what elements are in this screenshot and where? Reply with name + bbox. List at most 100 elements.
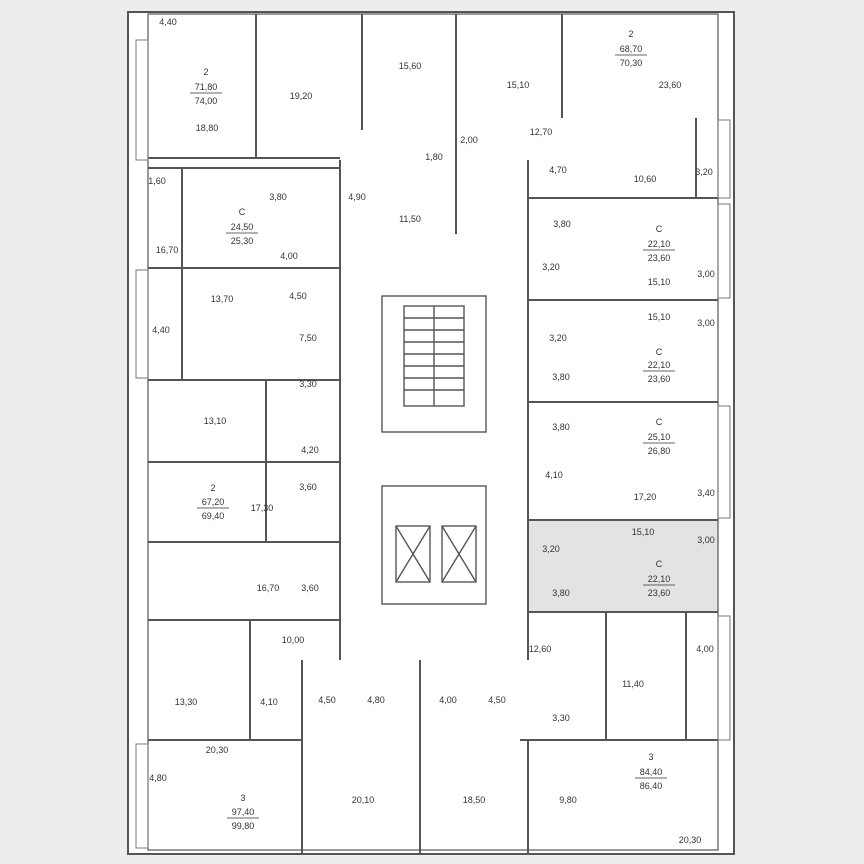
room-label: 15,10 bbox=[648, 277, 671, 287]
unit-area-total: 23,60 bbox=[648, 374, 671, 384]
room-label: 4,50 bbox=[289, 291, 307, 301]
room-label: 10,00 bbox=[282, 635, 305, 645]
unit-area-living: 24,50 bbox=[231, 222, 254, 232]
room-label: 3,30 bbox=[552, 713, 570, 723]
room-label: 16,70 bbox=[257, 583, 280, 593]
room-label: 11,40 bbox=[622, 679, 644, 689]
unit-area-total: 99,80 bbox=[232, 821, 255, 831]
room-label: 7,50 bbox=[299, 333, 317, 343]
room-label: 3,20 bbox=[549, 333, 567, 343]
room-label: 15,60 bbox=[399, 61, 422, 71]
walls bbox=[147, 13, 719, 854]
room-label: 3,40 bbox=[697, 488, 715, 498]
room-label: 18,80 bbox=[196, 123, 219, 133]
room-label: 3,80 bbox=[552, 588, 570, 598]
unit-tag[interactable]: С 24,50 25,30 bbox=[226, 207, 258, 246]
room-label: 4,40 bbox=[159, 17, 177, 27]
room-label: 12,70 bbox=[530, 127, 553, 137]
unit-area-total: 69,40 bbox=[202, 511, 225, 521]
unit-type: С bbox=[656, 559, 663, 569]
room-label: 3,80 bbox=[552, 422, 570, 432]
room-label: 9,80 bbox=[559, 795, 577, 805]
unit-area-total: 26,80 bbox=[648, 446, 671, 456]
unit-area-living: 22,10 bbox=[648, 239, 671, 249]
unit-tag[interactable]: С 22,10 23,60 bbox=[643, 224, 675, 263]
unit-tag[interactable]: 3 97,40 99,80 bbox=[227, 793, 259, 831]
room-label: 13,70 bbox=[211, 294, 234, 304]
elevator-core bbox=[381, 485, 487, 605]
unit-type: С bbox=[656, 224, 663, 234]
unit-tag[interactable]: 2 67,20 69,40 bbox=[197, 483, 229, 521]
unit-area-living: 25,10 bbox=[648, 432, 671, 442]
room-label: 23,60 bbox=[659, 80, 682, 90]
room-label: 4,20 bbox=[301, 445, 319, 455]
room-label: 18,50 bbox=[463, 795, 486, 805]
building-outline bbox=[127, 11, 735, 855]
room-label: 4,70 bbox=[549, 165, 567, 175]
unit-area-total: 23,60 bbox=[648, 588, 671, 598]
room-label: 3,00 bbox=[697, 535, 715, 545]
unit-type: 3 bbox=[648, 752, 653, 762]
room-label: 17,30 bbox=[251, 503, 274, 513]
unit-area-living: 71,80 bbox=[195, 82, 218, 92]
room-label: 19,20 bbox=[290, 91, 313, 101]
unit-tags: 2 71,80 74,00 2 68,70 70,30 С 24,50 25,3… bbox=[190, 29, 675, 831]
unit-area-total: 86,40 bbox=[640, 781, 663, 791]
room-label: 3,00 bbox=[697, 318, 715, 328]
room-label: 3,60 bbox=[301, 583, 319, 593]
room-label: 20,10 bbox=[352, 795, 375, 805]
unit-area-total: 23,60 bbox=[648, 253, 671, 263]
room-label: 2,00 bbox=[460, 135, 478, 145]
room-label: 3,60 bbox=[299, 482, 317, 492]
room-label: 3,20 bbox=[695, 167, 713, 177]
room-label: 4,40 bbox=[152, 325, 170, 335]
highlighted-unit-area bbox=[528, 520, 718, 612]
unit-tag[interactable]: 2 71,80 74,00 bbox=[190, 67, 222, 106]
room-label: 4,00 bbox=[696, 644, 714, 654]
room-label: 10,60 bbox=[634, 174, 657, 184]
unit-tag[interactable]: 3 84,40 86,40 bbox=[635, 752, 667, 791]
room-label: 15,10 bbox=[648, 312, 671, 322]
room-label: 20,30 bbox=[679, 835, 702, 845]
unit-area-living: 68,70 bbox=[620, 44, 643, 54]
room-labels: 4,40 18,80 19,20 15,60 15,10 23,60 2,00 … bbox=[148, 17, 715, 845]
room-label: 3,00 bbox=[697, 269, 715, 279]
unit-tag[interactable]: С 22,10 23,60 bbox=[643, 559, 675, 598]
unit-area-living: 84,40 bbox=[640, 767, 663, 777]
room-label: 4,80 bbox=[367, 695, 385, 705]
room-label: 3,80 bbox=[553, 219, 571, 229]
unit-area-living: 22,10 bbox=[648, 574, 671, 584]
room-label: 17,20 bbox=[634, 492, 657, 502]
room-label: 12,60 bbox=[529, 644, 552, 654]
room-label: 20,30 bbox=[206, 745, 229, 755]
unit-type: 2 bbox=[203, 67, 208, 77]
room-label: 3,80 bbox=[269, 192, 287, 202]
room-label: 13,10 bbox=[204, 416, 227, 426]
balconies bbox=[135, 39, 731, 849]
room-label: 1,60 bbox=[148, 176, 166, 186]
room-label: 3,30 bbox=[299, 379, 317, 389]
room-label: 4,10 bbox=[545, 470, 563, 480]
unit-type: 3 bbox=[240, 793, 245, 803]
room-label: 4,00 bbox=[439, 695, 457, 705]
unit-area-total: 70,30 bbox=[620, 58, 643, 68]
room-label: 3,20 bbox=[542, 262, 560, 272]
room-label: 3,80 bbox=[552, 372, 570, 382]
unit-type: 2 bbox=[210, 483, 215, 493]
room-label: 15,10 bbox=[632, 527, 655, 537]
unit-area-living: 67,20 bbox=[202, 497, 225, 507]
room-label: 4,80 bbox=[149, 773, 167, 783]
room-label: 11,50 bbox=[399, 214, 421, 224]
unit-tag[interactable]: 2 68,70 70,30 bbox=[615, 29, 647, 68]
unit-type: С bbox=[656, 347, 663, 357]
unit-tag[interactable]: С 22,10 23,60 bbox=[643, 347, 675, 384]
unit-type: 2 bbox=[628, 29, 633, 39]
room-label: 4,50 bbox=[488, 695, 506, 705]
room-label: 4,90 bbox=[348, 192, 366, 202]
unit-tag[interactable]: С 25,10 26,80 bbox=[643, 417, 675, 456]
stair-core bbox=[381, 295, 487, 433]
unit-area-living: 97,40 bbox=[232, 807, 255, 817]
room-label: 15,10 bbox=[507, 80, 530, 90]
room-label: 4,50 bbox=[318, 695, 336, 705]
